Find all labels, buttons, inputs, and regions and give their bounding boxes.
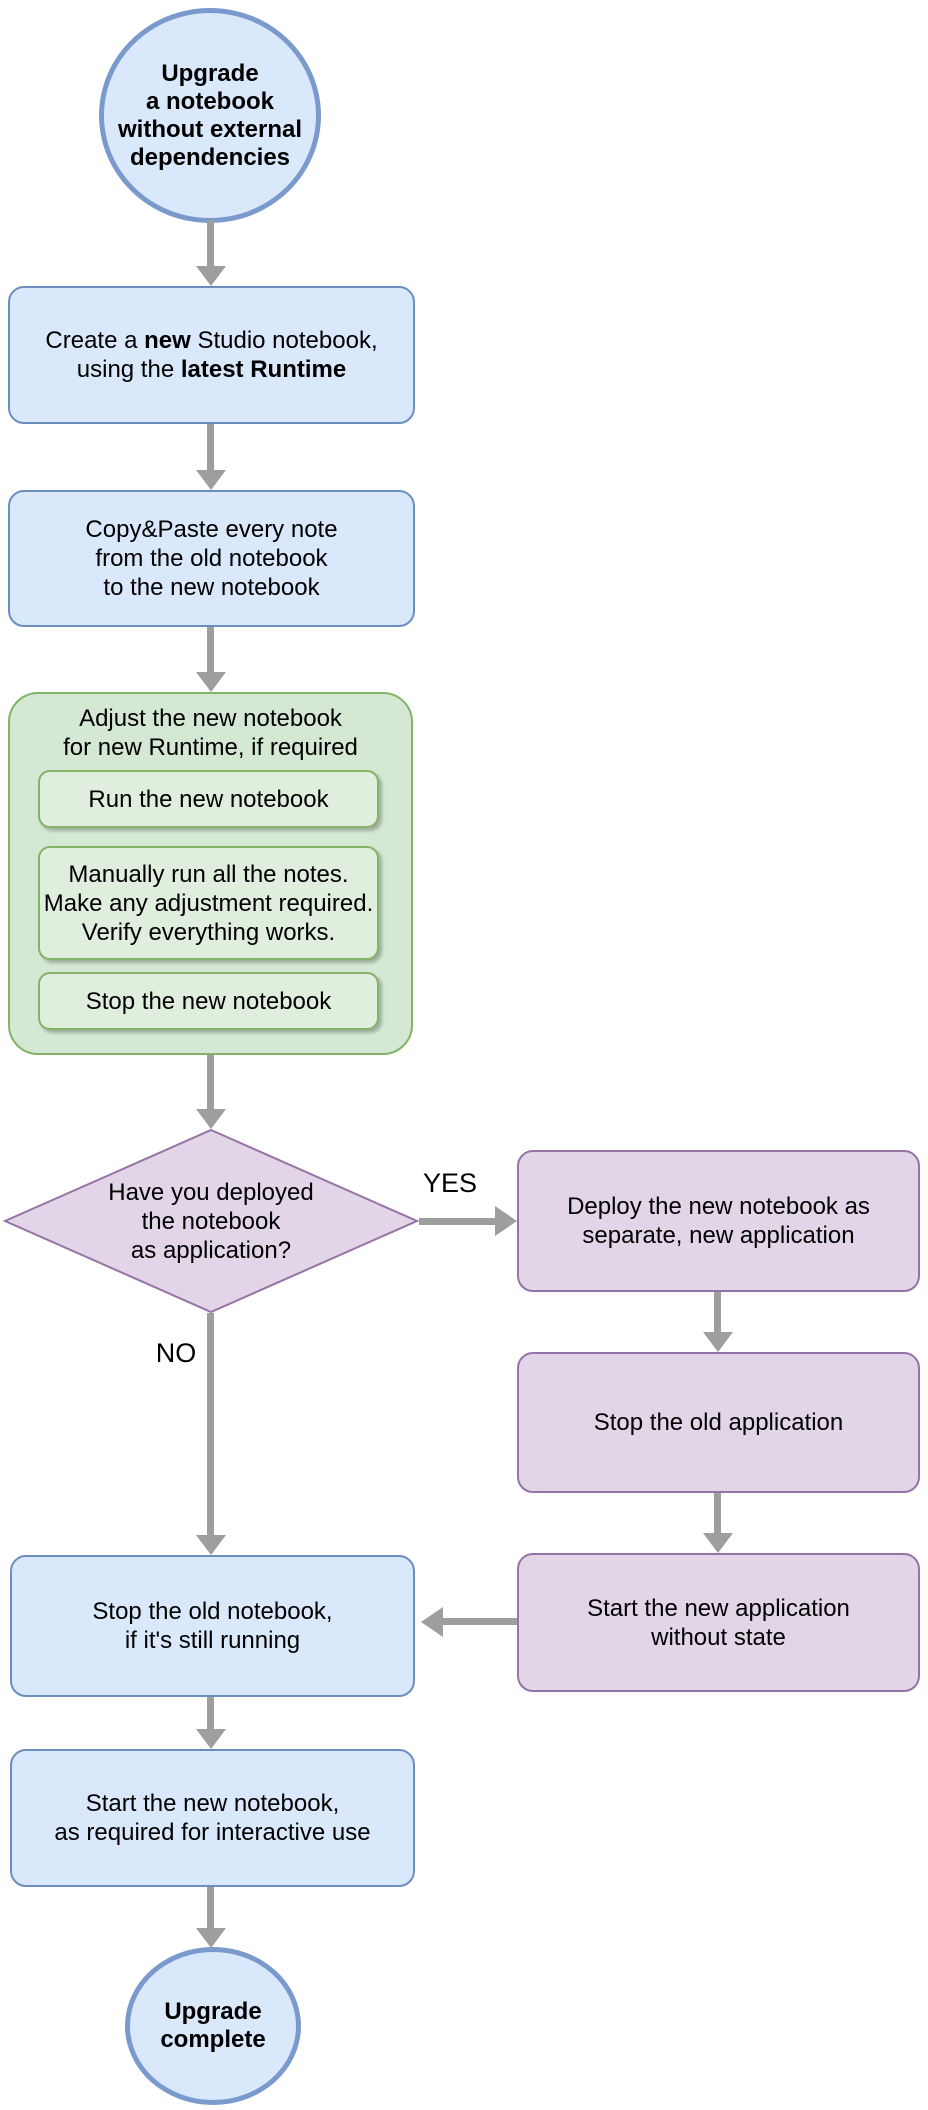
arrowhead-deploy-to-stopapp — [703, 1332, 733, 1352]
yes-edge-label: YES — [422, 1168, 478, 1198]
arrowhead-yes — [495, 1206, 517, 1236]
start-new-notebook-step: Start the new notebook, as required for … — [10, 1749, 415, 1887]
arrowhead-adjust-to-decision — [196, 1109, 226, 1129]
arrow-to-end — [207, 1887, 214, 1928]
arrow-copy-to-adjust — [207, 627, 214, 672]
arrowhead-stop-to-start-notebook — [196, 1729, 226, 1749]
adjust-group: Adjust the new notebook for new Runtime,… — [8, 692, 413, 1055]
deploy-application-step: Deploy the new notebook as separate, new… — [517, 1150, 920, 1292]
stop-old-application-step: Stop the old application — [517, 1352, 920, 1493]
end-terminator: Upgrade complete — [125, 1947, 301, 2105]
adjust-step-stop: Stop the new notebook — [38, 972, 379, 1030]
create-step-text: Create a — [45, 327, 145, 354]
copy-paste-step: Copy&Paste every note from the old noteb… — [8, 490, 415, 627]
arrowhead-no — [196, 1535, 226, 1555]
arrow-adjust-to-decision — [207, 1055, 214, 1109]
arrowhead-start-to-create — [196, 266, 226, 286]
decision-diamond-shape — [2, 1128, 420, 1314]
arrowhead-copy-to-adjust — [196, 672, 226, 692]
stop-old-notebook-step: Stop the old notebook, if it's still run… — [10, 1555, 415, 1697]
create-notebook-step: Create a new Studio notebook, using the … — [8, 286, 415, 424]
start-new-application-step: Start the new application without state — [517, 1553, 920, 1692]
arrowhead-startapp-to-stopnotebook — [421, 1607, 443, 1637]
arrow-startapp-to-stopnotebook — [443, 1618, 517, 1625]
arrow-start-to-create — [207, 220, 214, 266]
arrowhead-to-end — [196, 1928, 226, 1948]
arrowhead-create-to-copy — [196, 470, 226, 490]
arrow-no — [207, 1313, 214, 1535]
create-step-bold-runtime: latest Runtime — [180, 356, 347, 383]
no-edge-label: NO — [155, 1338, 197, 1368]
adjust-step-run: Run the new notebook — [38, 770, 379, 828]
decision-deployed: Have you deployed the notebook as applic… — [108, 1178, 314, 1264]
adjust-group-title: Adjust the new notebook for new Runtime,… — [63, 705, 358, 761]
arrow-stopapp-to-startapp — [714, 1493, 721, 1533]
create-step-text-mid: Studio notebook, using the — [76, 327, 378, 383]
arrowhead-stopapp-to-startapp — [703, 1533, 733, 1553]
arrow-yes — [419, 1218, 495, 1225]
adjust-step-verify: Manually run all the notes. Make any adj… — [38, 846, 379, 960]
create-step-bold-new: new — [144, 327, 191, 354]
arrow-deploy-to-stopapp — [714, 1292, 721, 1332]
arrow-stop-to-start-notebook — [207, 1697, 214, 1729]
start-terminator: Upgrade a notebook without external depe… — [99, 8, 321, 223]
arrow-create-to-copy — [207, 424, 214, 470]
